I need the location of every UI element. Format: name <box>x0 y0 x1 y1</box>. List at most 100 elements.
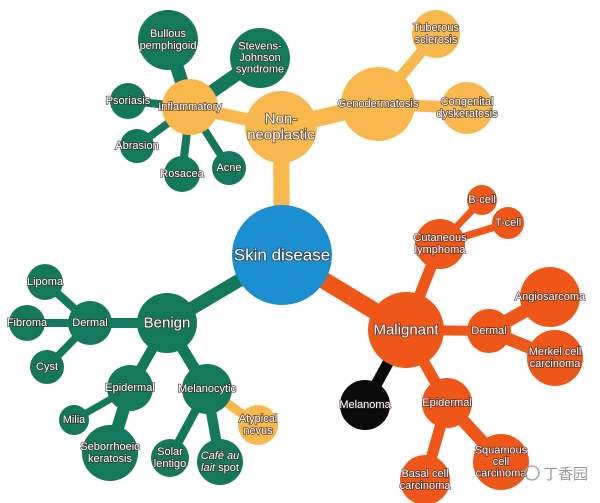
node-bubble <box>230 28 290 88</box>
node-label: Melanoma <box>339 399 391 411</box>
node-bubble <box>82 425 138 481</box>
watermark-icon <box>524 465 540 481</box>
node-label: carcinoma <box>530 358 582 370</box>
node-label: Atypical <box>239 413 278 425</box>
node-bubble <box>232 205 332 305</box>
node-bubble <box>492 207 524 239</box>
node-label: Lipoma <box>27 276 64 288</box>
node-bubble <box>68 301 112 345</box>
node-bubble <box>120 129 154 163</box>
node-bubble <box>182 364 232 414</box>
node-cyst[interactable]: Cyst <box>30 350 64 384</box>
node-bubble <box>238 405 278 445</box>
node-abrasion[interactable]: Abrasion <box>114 129 160 163</box>
node-label: Basal cell <box>401 468 448 480</box>
node-mepi[interactable]: Epidermal <box>421 378 473 428</box>
node-label: B-cell <box>468 194 496 206</box>
node-lipoma[interactable]: Lipoma <box>26 264 65 300</box>
node-melanocytic[interactable]: Melanocytic <box>177 364 237 414</box>
node-bubble <box>368 292 444 368</box>
node-label: Cyst <box>36 361 58 373</box>
node-mdermal[interactable]: Dermal <box>467 309 511 353</box>
node-angio[interactable]: Angiosarcoma <box>514 267 587 327</box>
node-bubble <box>212 151 246 185</box>
node-inflam[interactable]: Inflammatory <box>157 79 223 135</box>
node-label: Inflammatory <box>158 101 222 113</box>
node-bubble <box>422 378 472 428</box>
node-tcell[interactable]: T-cell <box>492 207 524 239</box>
node-benign[interactable]: Benign <box>137 293 197 353</box>
node-bubble <box>467 309 511 353</box>
node-label: Bullous <box>150 28 187 40</box>
node-bubble <box>473 434 529 490</box>
node-label: Stevens- <box>238 40 282 52</box>
node-bubble <box>467 185 497 215</box>
node-label: Malignant <box>373 322 439 339</box>
node-bubble <box>137 293 197 353</box>
node-label: Solar <box>157 446 183 458</box>
node-label: syndrome <box>236 64 284 76</box>
watermark-text: 丁香园 <box>543 465 588 483</box>
node-bubble <box>341 67 415 141</box>
node-label: Dermal <box>72 317 107 329</box>
node-bubble <box>27 264 63 300</box>
node-label: Non- <box>265 111 298 128</box>
node-label: keratosis <box>88 453 133 465</box>
node-nonneo[interactable]: Non-neoplastic <box>245 91 317 163</box>
node-bubble <box>30 350 64 384</box>
node-label: Seborrhoeic <box>80 441 140 453</box>
node-label: lentigo <box>154 458 186 470</box>
node-bubble <box>164 156 200 192</box>
node-bdermal[interactable]: Dermal <box>68 301 112 345</box>
node-milia[interactable]: Milia <box>59 405 89 435</box>
node-label: T-cell <box>495 217 521 229</box>
node-label: dyskeratosis <box>436 108 498 120</box>
node-acne[interactable]: Acne <box>212 151 246 185</box>
node-label: Melanocytic <box>178 383 237 395</box>
node-rosacea[interactable]: Rosacea <box>159 156 205 192</box>
node-label: Epidermal <box>105 382 155 394</box>
node-geno[interactable]: Genodermatosis <box>337 67 420 141</box>
node-label: Abrasion <box>115 140 158 152</box>
node-label: Rosacea <box>160 168 204 180</box>
node-bubble <box>107 365 153 411</box>
node-psoriasis[interactable]: Psoriasis <box>105 83 152 119</box>
node-label: Benign <box>144 315 191 332</box>
node-label: Congenital <box>441 96 494 108</box>
node-label: cell <box>493 456 510 468</box>
watermark: 丁香园 <box>524 465 588 483</box>
node-label: Fibroma <box>7 317 48 329</box>
node-bubble <box>415 219 465 269</box>
node-bepi[interactable]: Epidermal <box>104 365 156 411</box>
node-melanoma[interactable]: Melanoma <box>339 380 392 430</box>
node-root[interactable]: Skin disease <box>232 205 332 305</box>
node-label: carcinoma <box>476 468 528 480</box>
node-label: carcinoma <box>400 480 452 492</box>
node-label: pemphigoid <box>140 40 197 52</box>
node-bcell[interactable]: B-cell <box>467 185 497 215</box>
node-bubble <box>441 82 493 134</box>
node-bubble <box>400 455 450 503</box>
node-label: nevus <box>243 425 273 437</box>
node-malignant[interactable]: Malignant <box>368 292 444 368</box>
node-label: Cutaneous <box>413 232 467 244</box>
node-bubble <box>340 380 390 430</box>
nodes: Skin disease Non-neoplastic Inflammatory Bu… <box>6 10 587 503</box>
node-bubble <box>245 91 317 163</box>
node-label: Milia <box>63 414 86 426</box>
node-fibroma[interactable]: Fibroma <box>6 305 49 341</box>
